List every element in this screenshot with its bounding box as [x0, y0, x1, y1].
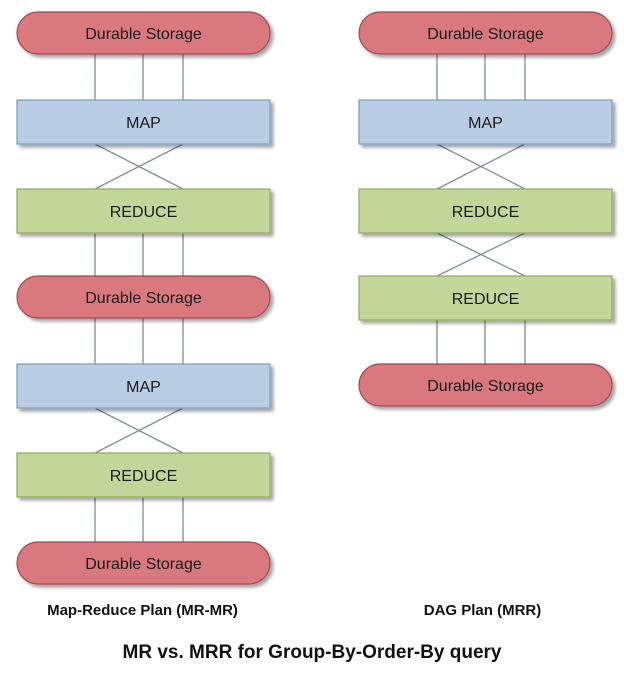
right-reduce-box — [358, 275, 613, 321]
right-storage-box — [358, 363, 613, 407]
left-stage-reduce: REDUCE — [16, 188, 271, 234]
left-reduce-label: REDUCE — [110, 468, 178, 485]
left-map-label: MAP — [126, 115, 161, 132]
left-reduce-box — [16, 188, 271, 234]
right-shuffle-line — [436, 232, 526, 277]
right-map-label: MAP — [468, 115, 503, 132]
right-map-box — [358, 99, 613, 145]
connector-lines — [94, 54, 526, 542]
left-shuffle-line — [94, 143, 184, 190]
right-reduce-label: REDUCE — [452, 291, 520, 308]
left-stage-map: MAP — [16, 99, 271, 145]
right-stage-storage: Durable Storage — [358, 11, 613, 55]
left-shuffle-line — [94, 407, 184, 454]
right-storage-label: Durable Storage — [427, 26, 544, 43]
left-plan-caption: Map-Reduce Plan (MR-MR) — [47, 602, 238, 619]
right-stage-storage: Durable Storage — [358, 363, 613, 407]
right-storage-box — [358, 11, 613, 55]
right-stage-reduce: REDUCE — [358, 275, 613, 321]
right-plan-caption: DAG Plan (MRR) — [423, 602, 542, 619]
right-stage-reduce: REDUCE — [358, 188, 613, 234]
right-reduce-box — [358, 188, 613, 234]
left-storage-box — [16, 275, 271, 319]
left-stage-storage: Durable Storage — [16, 11, 271, 55]
right-storage-label: Durable Storage — [427, 378, 544, 395]
left-storage-box — [16, 541, 271, 585]
right-stage-map: MAP — [358, 99, 613, 145]
left-map-box — [16, 363, 271, 409]
left-reduce-box — [16, 452, 271, 498]
left-map-label: MAP — [126, 379, 161, 396]
left-stage-reduce: REDUCE — [16, 452, 271, 498]
left-storage-box — [16, 11, 271, 55]
left-reduce-label: REDUCE — [110, 204, 178, 221]
left-map-box — [16, 99, 271, 145]
left-stage-storage: Durable Storage — [16, 541, 271, 585]
right-shuffle-line — [436, 143, 526, 190]
diagram-title: MR vs. MRR for Group-By-Order-By query — [122, 642, 502, 663]
left-stage-map: MAP — [16, 363, 271, 409]
left-storage-label: Durable Storage — [85, 556, 202, 573]
left-storage-label: Durable Storage — [85, 26, 202, 43]
left-stage-storage: Durable Storage — [16, 275, 271, 319]
left-storage-label: Durable Storage — [85, 290, 202, 307]
right-reduce-label: REDUCE — [452, 204, 520, 221]
